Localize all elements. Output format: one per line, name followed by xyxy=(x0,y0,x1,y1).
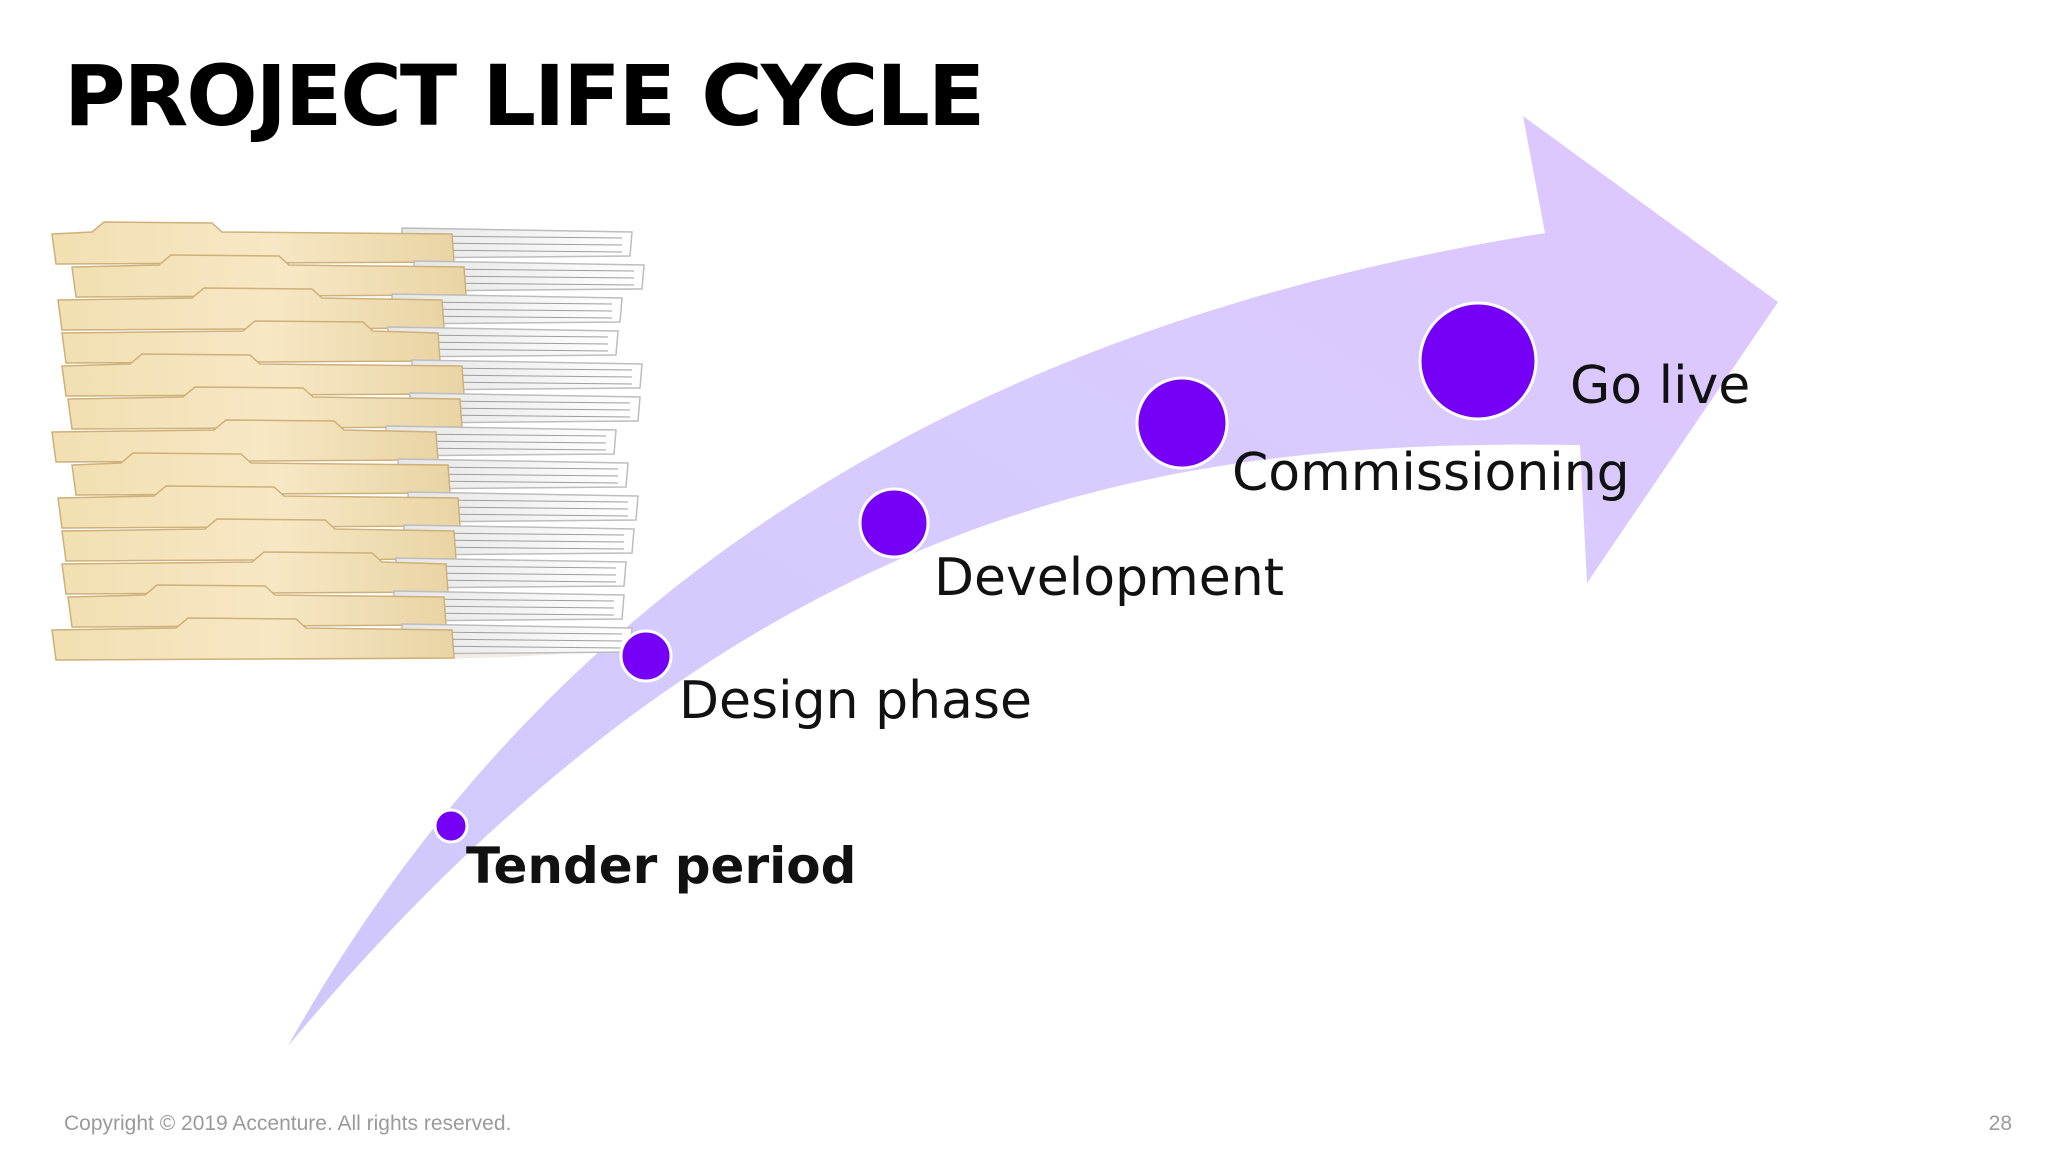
folder-paper-line xyxy=(417,466,619,470)
folder-paper-line xyxy=(417,480,619,484)
folder-paper-line xyxy=(431,374,633,378)
folder-paper-line xyxy=(407,348,609,352)
folder-paper-line xyxy=(421,249,623,253)
stage-marker-3 xyxy=(858,487,930,559)
stages-layer: Tender period Design phase Development Comm… xyxy=(433,301,1750,895)
folder-paper-line xyxy=(423,539,625,543)
folder-paper-line xyxy=(431,381,633,385)
folder-paper-line xyxy=(427,513,629,517)
stage-marker-5 xyxy=(1418,301,1538,421)
folder-paper-line xyxy=(415,565,617,569)
folder-paper-line xyxy=(411,315,613,319)
folder-paper-line xyxy=(433,268,635,272)
page-number: 28 xyxy=(1988,1112,2012,1135)
footer-copyright: Copyright © 2019 Accenture. All rights r… xyxy=(64,1112,512,1135)
folder-paper-line xyxy=(421,242,623,246)
slide-title: PROJECT LIFE CYCLE xyxy=(64,47,985,145)
folder-paper-line xyxy=(429,407,631,411)
folder-paper-line xyxy=(429,414,631,418)
folder-paper-line xyxy=(427,506,629,510)
folder-paper-line xyxy=(415,572,617,576)
folder xyxy=(57,485,461,529)
folder-paper-line xyxy=(433,275,635,279)
folder-paper-line xyxy=(405,447,607,451)
stage-marker-4 xyxy=(1135,376,1229,470)
folder-paper-line xyxy=(405,433,607,437)
stage-label-2: Design phase xyxy=(679,671,1032,731)
stage-label-5: Go live xyxy=(1570,356,1750,416)
folder-paper-line xyxy=(407,334,609,338)
folder-paper-line xyxy=(423,546,625,550)
folder-paper-line xyxy=(427,499,629,503)
folder-paper-line xyxy=(431,367,633,371)
folder-paper-line xyxy=(407,341,609,345)
folder-paper-line xyxy=(421,645,623,649)
folder-paper-line xyxy=(433,282,635,286)
stage-label-3: Development xyxy=(934,548,1284,608)
stage-marker-1 xyxy=(433,808,469,844)
folder xyxy=(51,617,455,661)
folder-stack-image xyxy=(51,221,645,661)
folder-paper-line xyxy=(413,605,615,609)
folder-paper-line xyxy=(421,235,623,239)
folder-paper-line xyxy=(421,638,623,642)
folder-paper-line xyxy=(413,598,615,602)
folder xyxy=(57,287,445,331)
folder xyxy=(67,386,463,430)
timeline-arrow xyxy=(288,116,1778,1046)
folder-paper-line xyxy=(423,532,625,536)
stage-marker-2 xyxy=(619,629,673,683)
stage-label-4: Commissioning xyxy=(1232,443,1630,503)
folder-paper-line xyxy=(405,440,607,444)
folder-paper-line xyxy=(411,308,613,312)
folder xyxy=(61,518,457,562)
stage-label-1: Tender period xyxy=(466,837,856,895)
folder-paper-line xyxy=(411,301,613,305)
folder-paper-line xyxy=(415,579,617,583)
folder-paper-line xyxy=(429,400,631,404)
folder-paper-line xyxy=(421,631,623,635)
folder-paper-line xyxy=(417,473,619,477)
folder-paper-line xyxy=(413,612,615,616)
